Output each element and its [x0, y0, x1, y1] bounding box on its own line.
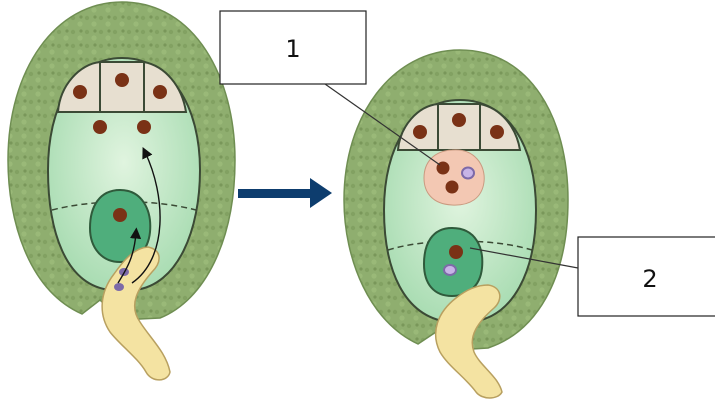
sperm-cell — [114, 283, 124, 291]
antipodal-nucleus — [413, 125, 427, 139]
right-ovule — [344, 50, 568, 398]
polar-nucleus — [93, 120, 107, 134]
antipodal-nucleus — [490, 125, 504, 139]
polar-nucleus — [446, 181, 459, 194]
right-arrow-icon — [238, 178, 332, 208]
antipodal-nucleus — [115, 73, 129, 87]
egg-nucleus — [449, 245, 463, 259]
left-ovule — [8, 2, 235, 380]
antipodal-nucleus — [73, 85, 87, 99]
label-box-1: 1 — [220, 11, 366, 84]
antipodal-nucleus — [452, 113, 466, 127]
label-box-2: 2 — [578, 237, 715, 316]
sperm-nucleus — [444, 265, 456, 275]
label-1-text: 1 — [285, 35, 300, 63]
label-2-text: 2 — [642, 265, 657, 293]
egg-nucleus — [113, 208, 127, 222]
antipodal-nucleus — [153, 85, 167, 99]
fused-central-cell — [424, 150, 484, 205]
polar-nucleus — [137, 120, 151, 134]
sperm-nucleus — [462, 168, 474, 179]
right-egg-cell — [424, 228, 482, 296]
